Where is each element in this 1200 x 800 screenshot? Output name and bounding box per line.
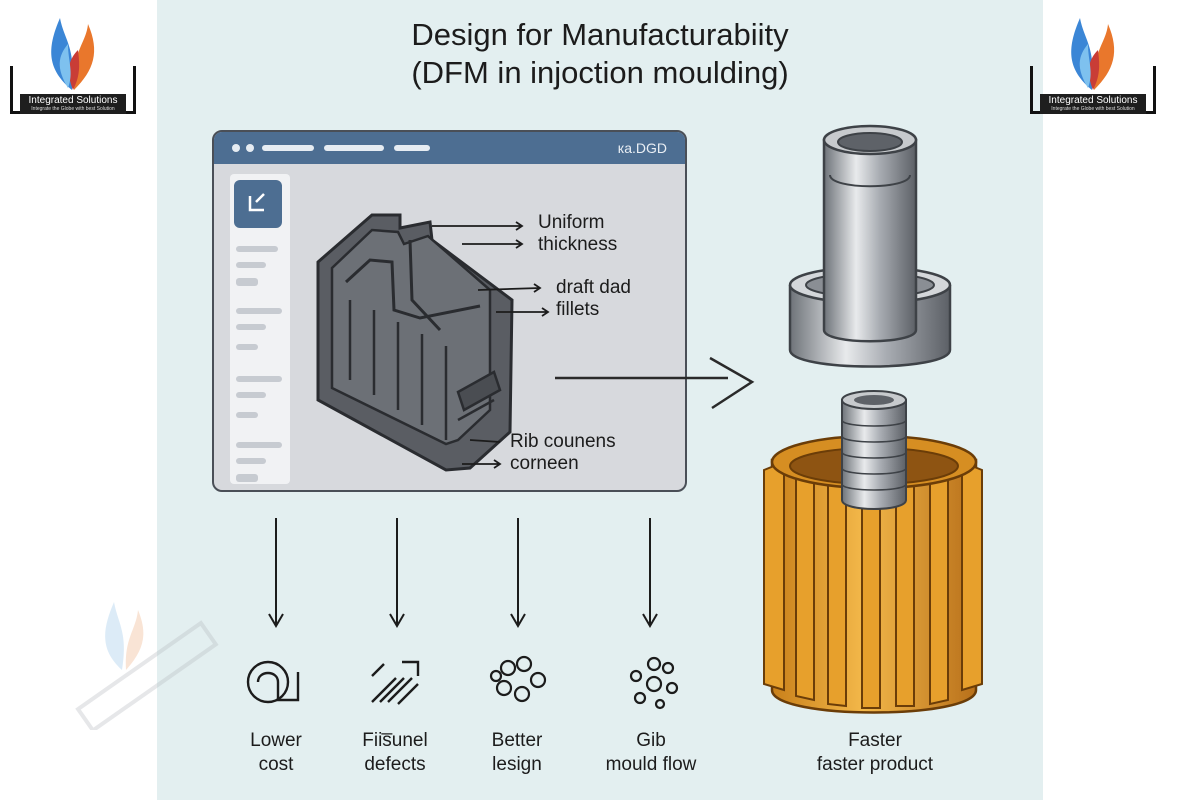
annotation-line: corneen xyxy=(510,453,579,474)
company-logo-left: Integrated Solutions Integrate the Globe… xyxy=(10,10,138,116)
benefit-faster-product: Faster faster product xyxy=(790,729,960,777)
steel-core-part xyxy=(788,124,952,368)
benefit-design: Better lesign xyxy=(442,729,592,777)
benefit-line: Faster xyxy=(848,730,902,751)
annotation-line: thickness xyxy=(538,234,618,255)
logo-name: Integrated Solutions xyxy=(1048,95,1138,106)
benefit-mould-flow: Gib mould flow xyxy=(576,729,726,777)
benefit-line: Gib xyxy=(636,730,666,751)
annotation-draft: draft dad fillets xyxy=(556,277,631,321)
benefit-defects: Fiis̅unel defects xyxy=(320,729,470,777)
benefit-line: Fiis̅unel xyxy=(362,730,428,751)
flow-icon xyxy=(629,656,679,710)
window-controls xyxy=(232,144,430,152)
benefit-line: Lower xyxy=(250,730,302,751)
process-arrow-icon xyxy=(555,356,755,410)
annotation-leaders xyxy=(432,221,550,469)
benefit-lower-cost: Lower cost xyxy=(201,729,351,777)
page-subtitle: (DFM in injoction moulding) xyxy=(411,55,789,90)
annotation-rib: Rib counens corneen xyxy=(510,431,616,475)
logo-tagline: Integrate the Globe with best Solution xyxy=(31,106,115,112)
flame-logo-icon xyxy=(1071,18,1115,90)
sketch-tool-button[interactable] xyxy=(234,180,282,228)
annotation-line: draft dad xyxy=(556,277,631,298)
annotation-line: Rib counens xyxy=(510,431,616,452)
watermark-logo-icon xyxy=(75,602,219,730)
benefit-line: defects xyxy=(364,754,426,775)
logo-bar xyxy=(20,94,126,114)
sketch-tool-icon xyxy=(248,193,265,212)
page-title: Design for Manufacturabiity xyxy=(411,17,789,52)
cad-part-model xyxy=(316,213,514,472)
annotation-uniform: Uniform thickness xyxy=(538,212,617,256)
benefit-line: Better xyxy=(491,730,543,751)
annotation-line: fillets xyxy=(556,299,600,320)
sidebar-menu-lines xyxy=(236,246,282,482)
logo-tagline: Integrate the Globe with best Solution xyxy=(1051,106,1135,112)
cad-window-label: ка.DGD xyxy=(617,140,667,156)
benefit-line: mould flow xyxy=(605,754,697,775)
annotation-line: Uniform xyxy=(538,212,605,233)
design-icon xyxy=(489,655,547,703)
company-logo-right: Integrated Solutions Integrate the Globe… xyxy=(1030,10,1158,116)
cad-titlebar: ка.DGD xyxy=(214,132,685,164)
logo-bar xyxy=(1040,94,1146,114)
benefit-line: lesign xyxy=(492,754,542,775)
benefit-line: cost xyxy=(258,754,294,775)
benefit-arrows xyxy=(268,518,658,628)
logo-name: Integrated Solutions xyxy=(28,95,118,106)
cost-icon xyxy=(246,660,300,704)
cad-sidebar xyxy=(230,174,290,484)
orange-moulded-part xyxy=(763,390,983,714)
benefit-line: faster product xyxy=(816,754,934,775)
flame-logo-icon xyxy=(51,18,95,90)
defects-icon xyxy=(371,660,420,705)
